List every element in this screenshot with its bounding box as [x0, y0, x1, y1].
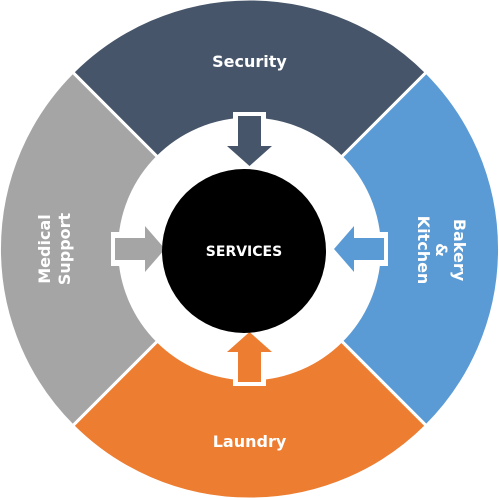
segment-medical-support	[0, 70, 160, 428]
arrow-left-inner	[115, 226, 165, 272]
support-label: Support	[55, 212, 74, 285]
arrow-right-inner	[334, 226, 384, 272]
laundry-label: Laundry	[213, 432, 287, 451]
arrow-bottom-inner	[227, 332, 272, 382]
bakery-kitchen-label: Bakery & Kitchen	[414, 216, 469, 285]
medical-label: Medical	[35, 214, 54, 283]
arrow-top-inner	[227, 116, 272, 166]
kitchen-label: Kitchen	[414, 216, 433, 285]
bakery-label: Bakery	[450, 219, 469, 282]
security-label: Security	[212, 52, 287, 71]
segment-laundry	[70, 338, 429, 498]
ampersand-label: &	[432, 243, 451, 257]
segment-bakery-kitchen	[339, 70, 499, 428]
segment-security	[70, 0, 429, 160]
medical-support-label: Medical Support	[35, 212, 74, 285]
center-label: SERVICES	[206, 244, 282, 260]
center-circle	[162, 169, 326, 333]
